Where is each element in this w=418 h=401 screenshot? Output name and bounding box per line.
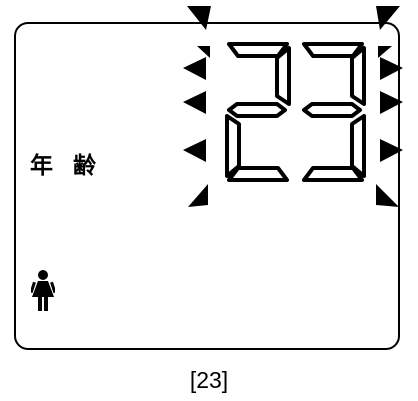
top-left-indicator-icon bbox=[187, 6, 211, 30]
female-user-icon bbox=[31, 270, 55, 311]
blink-mark-right-2 bbox=[380, 57, 403, 80]
blink-mark-left-4 bbox=[183, 139, 206, 162]
blink-mark-right-5 bbox=[376, 184, 399, 207]
blink-mark-left-3 bbox=[183, 91, 206, 114]
age-label: 年 齢 bbox=[30, 153, 103, 179]
digit-3 bbox=[302, 42, 366, 182]
blink-mark-right-4 bbox=[380, 139, 403, 162]
top-right-indicator-icon bbox=[376, 6, 400, 30]
display-caption: [23] bbox=[189, 367, 229, 393]
blink-mark-left-5 bbox=[188, 184, 208, 207]
digit-2 bbox=[225, 42, 291, 182]
blink-mark-left-2 bbox=[183, 57, 206, 80]
blink-mark-left-1 bbox=[197, 46, 210, 58]
blink-mark-right-3 bbox=[380, 91, 403, 114]
blink-mark-right-1 bbox=[378, 46, 392, 58]
